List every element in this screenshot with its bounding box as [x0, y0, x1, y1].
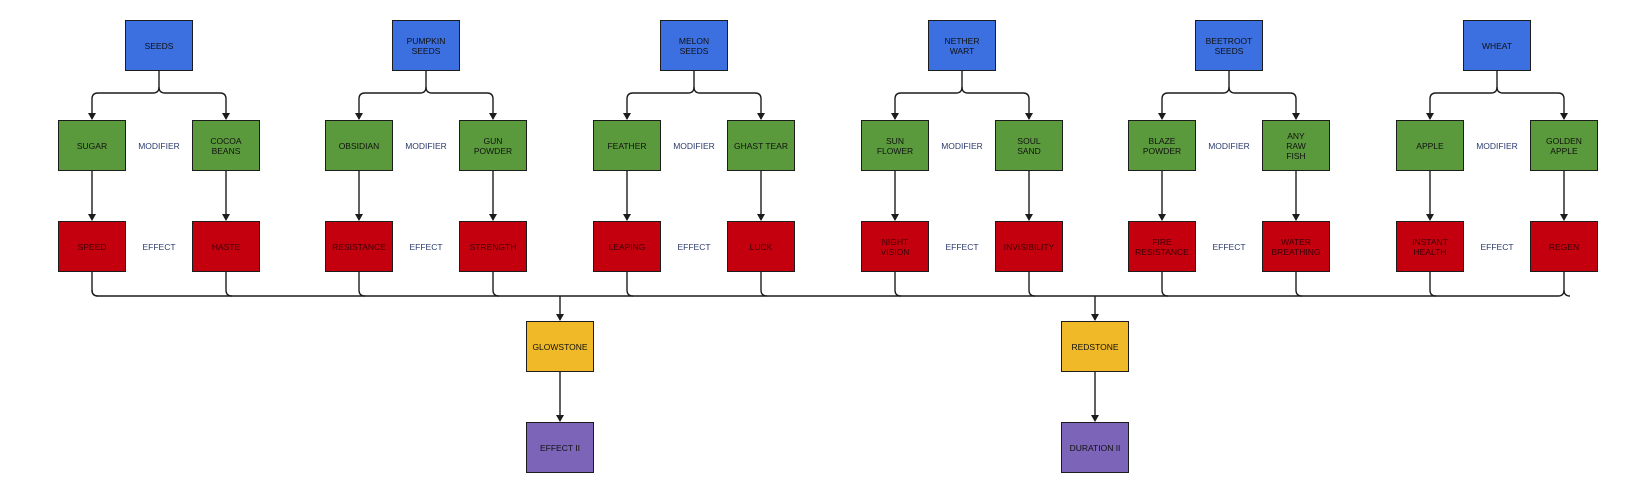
- connector-line: [1158, 71, 1230, 120]
- effect-node: SPEED: [58, 221, 126, 272]
- effect-label: EFFECT: [142, 241, 176, 252]
- connector-line: [1429, 272, 1437, 297]
- connector-line: [626, 272, 634, 297]
- ingredient-node: GOLDEN APPLE: [1530, 120, 1598, 171]
- connector-line: [1563, 272, 1571, 297]
- connector-line: [1496, 86, 1568, 120]
- effect-node: INSTANT HEALTH: [1396, 221, 1464, 272]
- connector-line: [961, 86, 1033, 120]
- seed-node: BEETROOT SEEDS: [1195, 20, 1263, 71]
- effect-label: EFFECT: [677, 241, 711, 252]
- ingredient-node: SUN FLOWER: [861, 120, 929, 171]
- connector-line: [91, 289, 1565, 297]
- modifier-label: MODIFIER: [1476, 140, 1518, 151]
- ingredient-node: ANY RAW FISH: [1262, 120, 1330, 171]
- connector-line: [693, 86, 765, 120]
- effect-node: RESISTANCE: [325, 221, 393, 272]
- connector-line: [492, 272, 500, 297]
- seed-node: SEEDS: [125, 20, 193, 71]
- effect-node: INVISIBILITY: [995, 221, 1063, 272]
- ingredient-node: APPLE: [1396, 120, 1464, 171]
- connector-line: [1028, 272, 1036, 297]
- effect-node: LUCK: [727, 221, 795, 272]
- connector-line: [894, 272, 902, 297]
- connector-line: [1295, 272, 1303, 297]
- seed-node: WHEAT: [1463, 20, 1531, 71]
- effect-label: EFFECT: [945, 241, 979, 252]
- amplifier-node: REDSTONE: [1061, 321, 1129, 372]
- effect-node: FIRE RESISTANCE: [1128, 221, 1196, 272]
- connector-line: [358, 272, 366, 297]
- effect-node: HASTE: [192, 221, 260, 272]
- result-node: DURATION II: [1061, 422, 1129, 473]
- connector-line: [760, 272, 768, 297]
- ingredient-node: GUN POWDER: [459, 120, 527, 171]
- result-node: EFFECT II: [526, 422, 594, 473]
- connector-line: [623, 71, 695, 120]
- ingredient-node: FEATHER: [593, 120, 661, 171]
- modifier-label: MODIFIER: [673, 140, 715, 151]
- modifier-label: MODIFIER: [941, 140, 983, 151]
- ingredient-node: SUGAR: [58, 120, 126, 171]
- connector-line: [1228, 86, 1300, 120]
- seed-node: NETHER WART: [928, 20, 996, 71]
- ingredient-node: BLAZE POWDER: [1128, 120, 1196, 171]
- connector-line: [88, 71, 160, 120]
- effect-node: REGEN: [1530, 221, 1598, 272]
- connector-line: [425, 86, 497, 120]
- ingredient-node: OBSIDIAN: [325, 120, 393, 171]
- effect-node: NIGHT VISION: [861, 221, 929, 272]
- ingredient-node: SOUL SAND: [995, 120, 1063, 171]
- modifier-label: MODIFIER: [405, 140, 447, 151]
- ingredient-node: GHAST TEAR: [727, 120, 795, 171]
- connector-line: [355, 71, 427, 120]
- effect-node: WATER BREATHING: [1262, 221, 1330, 272]
- modifier-label: MODIFIER: [1208, 140, 1250, 151]
- effect-label: EFFECT: [1480, 241, 1514, 252]
- amplifier-node: GLOWSTONE: [526, 321, 594, 372]
- effect-node: STRENGTH: [459, 221, 527, 272]
- connector-line: [225, 272, 233, 297]
- seed-node: PUMPKIN SEEDS: [392, 20, 460, 71]
- effect-label: EFFECT: [1212, 241, 1246, 252]
- connector-line: [1161, 272, 1169, 297]
- ingredient-node: COCOA BEANS: [192, 120, 260, 171]
- connector-line: [1426, 71, 1498, 120]
- modifier-label: MODIFIER: [138, 140, 180, 151]
- effect-label: EFFECT: [409, 241, 443, 252]
- seed-node: MELON SEEDS: [660, 20, 728, 71]
- connector-line: [158, 86, 230, 120]
- effect-node: LEAPING: [593, 221, 661, 272]
- connector-line: [891, 71, 963, 120]
